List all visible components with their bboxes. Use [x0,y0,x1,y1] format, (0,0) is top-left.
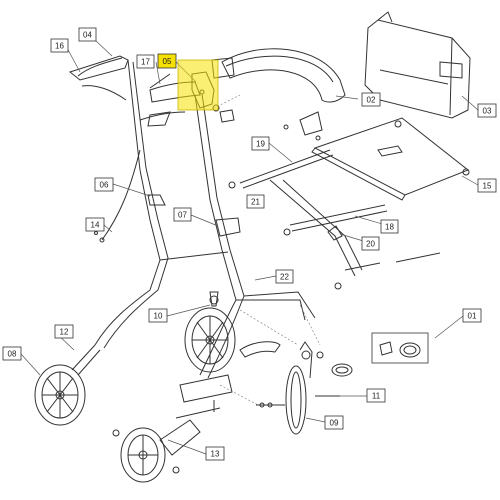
backrest-drawing [211,48,346,141]
part-label-12: 12 [54,324,74,339]
part-number: 19 [256,140,265,149]
label-frame [361,92,381,107]
part-number: 20 [366,240,375,249]
part-05-highlight [177,59,219,111]
part-number: 11 [372,392,381,401]
label-frame [173,207,192,222]
part-number: 08 [8,350,17,359]
leader-lines [20,39,479,455]
frame-drawing [68,55,316,379]
part-label-22: 22 [275,269,294,284]
part-number: 17 [141,58,150,67]
label-frame [251,136,270,151]
part-number: 07 [178,211,187,220]
part-label-15: 15 [477,178,497,193]
label-frame [477,103,497,118]
bag-drawing [364,11,471,119]
small-parts-drawing [175,291,353,419]
label-frame [462,308,482,323]
part-01-callout-box [371,332,429,364]
part-label-16: 16 [50,38,69,53]
caster-09-drawing [256,341,313,435]
part-number: 13 [211,450,220,459]
part-number: 16 [55,42,64,51]
part-number: 21 [251,198,260,207]
part-label-20: 20 [361,236,380,251]
part-number: 06 [100,181,109,190]
part-label-09: 09 [324,415,344,430]
part-label-07: 07 [173,207,192,222]
label-frame [85,217,105,232]
part-number: 03 [483,107,492,116]
part-label-04: 04 [78,27,97,42]
label-frame [246,194,265,209]
part-label-02: 02 [361,92,381,107]
part-label-21: 21 [246,194,265,209]
part-label-06: 06 [94,177,114,192]
part-label-10: 10 [148,308,168,323]
part-number: 10 [154,312,163,321]
part-label-03: 03 [477,103,497,118]
label-frame [50,38,69,53]
wheel-08-drawing [34,344,101,426]
part-label-08: 08 [2,346,22,361]
part-label-05: 05 [157,53,177,69]
label-frame [477,178,497,193]
part-number: 04 [83,31,92,40]
part-number: 14 [91,221,100,230]
label-frame [136,54,155,69]
part-number: 05 [163,57,172,66]
brake-cable-drawing [94,149,141,243]
part-number: 09 [330,419,339,428]
part-number: 22 [280,273,289,282]
part-number: 01 [468,312,477,321]
part-number: 12 [60,328,69,337]
part-label-13: 13 [205,446,225,461]
wheel-rear-right-drawing [184,307,236,373]
drawing [20,11,479,483]
label-frame [361,236,380,251]
part-number: 15 [483,182,492,191]
part-number: 18 [385,223,394,232]
part-label-11: 11 [366,388,386,403]
seat-drawing [311,117,470,201]
label-frame [2,346,22,361]
label-frame-highlighted [157,53,177,69]
label-frame [324,415,344,430]
label-frame [275,269,294,284]
label-frame [94,177,114,192]
label-frame [205,446,225,461]
label-frame [366,388,386,403]
label-frame [148,308,168,323]
caps-01-drawing [379,341,421,358]
part-label-18: 18 [380,219,399,234]
part-number: 02 [367,96,376,105]
label-frame [380,219,399,234]
label-frame [54,324,74,339]
part-label-14: 14 [85,217,105,232]
label-frame [78,27,97,42]
wheel-13-drawing [112,419,201,483]
part-label-01: 01 [462,308,482,323]
crossbar-drawing [228,149,441,290]
part-label-17: 17 [136,54,155,69]
part-label-19: 19 [251,136,270,151]
